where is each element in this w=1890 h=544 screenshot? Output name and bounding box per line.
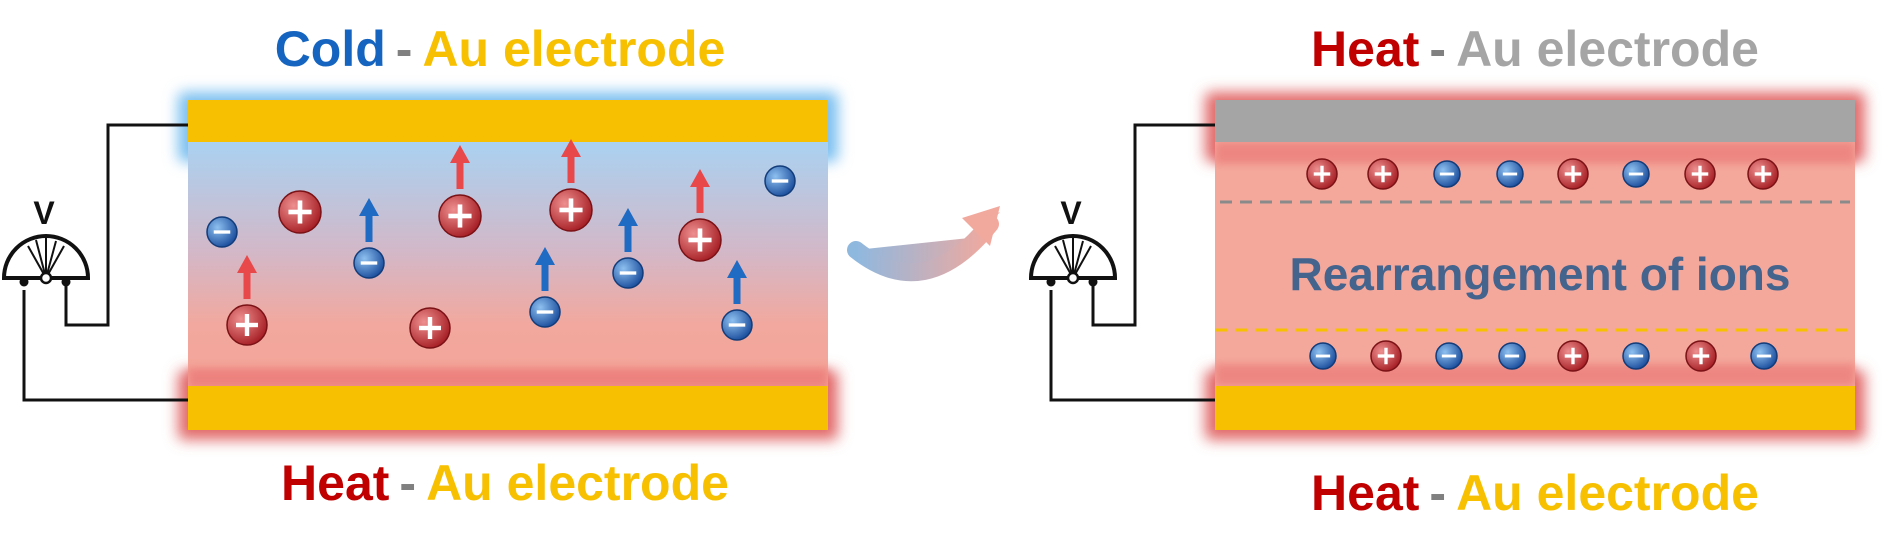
right-voltmeter-icon xyxy=(1028,234,1118,287)
positive-ion-icon xyxy=(409,307,451,349)
left-ion-group xyxy=(206,139,796,349)
positive-ion-icon xyxy=(1747,158,1779,190)
right-wire-bottom xyxy=(1049,290,1215,402)
negative-ion-icon xyxy=(1622,160,1650,188)
left-wire-bottom xyxy=(22,290,188,402)
negative-ion-icon xyxy=(612,257,644,289)
negative-ion-icon xyxy=(1309,342,1337,370)
negative-ion-icon xyxy=(1498,342,1526,370)
left-voltmeter-label: V xyxy=(33,195,55,231)
negative-ion-icon xyxy=(529,296,561,328)
right-bottom-electrode: Au electrode xyxy=(1456,465,1759,521)
left-top-dash: - xyxy=(396,21,413,77)
left-hot-band xyxy=(188,368,828,388)
up-arrow-icon xyxy=(618,208,638,252)
negative-ion-icon xyxy=(1496,160,1524,188)
negative-ion-icon xyxy=(1433,160,1461,188)
positive-ion-icon xyxy=(678,218,722,262)
negative-ion-icon xyxy=(1622,342,1650,370)
left-top-word: Cold xyxy=(275,21,386,77)
left-top-label: Cold-Au electrode xyxy=(275,21,726,77)
negative-ion-icon xyxy=(206,216,238,248)
right-top-label: Heat-Au electrode xyxy=(1311,21,1759,77)
left-bottom-electrode xyxy=(188,386,828,430)
right-top-word: Heat xyxy=(1311,21,1420,77)
right-bottom-label: Heat-Au electrode xyxy=(1311,465,1759,521)
right-wire-top xyxy=(1091,123,1215,327)
right-ion-group xyxy=(1306,158,1779,372)
left-electrolyte xyxy=(188,140,828,386)
left-bottom-label: Heat-Au electrode xyxy=(281,455,729,511)
right-top-electrode xyxy=(1215,100,1855,142)
right-hot-band-top xyxy=(1215,142,1855,164)
negative-ion-icon xyxy=(764,165,796,197)
negative-ion-icon xyxy=(1750,342,1778,370)
right-bottom-word: Heat xyxy=(1311,465,1420,521)
right-top-dash: - xyxy=(1429,21,1446,77)
up-arrow-icon xyxy=(237,255,257,299)
left-top-electrode xyxy=(188,100,828,142)
left-bottom-electrode: Au electrode xyxy=(426,455,729,511)
positive-ion-icon xyxy=(1684,158,1716,190)
up-arrow-icon xyxy=(561,139,581,183)
up-arrow-icon xyxy=(535,247,555,291)
left-wire-top xyxy=(64,123,188,327)
right-bottom-electrode xyxy=(1215,386,1855,430)
positive-ion-icon xyxy=(1557,158,1589,190)
up-arrow-icon xyxy=(690,169,710,213)
left-bottom-word: Heat xyxy=(281,455,390,511)
positive-ion-icon xyxy=(1685,340,1717,372)
positive-ion-icon xyxy=(438,194,482,238)
up-arrow-icon xyxy=(727,260,747,304)
positive-ion-icon xyxy=(1557,340,1589,372)
positive-ion-icon xyxy=(1306,158,1338,190)
up-arrow-icon xyxy=(359,198,379,242)
positive-ion-icon xyxy=(278,190,322,234)
positive-ion-icon xyxy=(549,188,593,232)
right-bottom-dash: - xyxy=(1429,465,1446,521)
positive-ion-icon xyxy=(1370,340,1402,372)
positive-ion-icon xyxy=(1367,158,1399,190)
left-top-electrode: Au electrode xyxy=(422,21,725,77)
negative-ion-icon xyxy=(353,247,385,279)
left-panel: Cold-Au electrode V Heat- xyxy=(1,21,838,511)
negative-ion-icon xyxy=(721,309,753,341)
right-center-text: Rearrangement of ions xyxy=(1290,248,1791,300)
right-voltmeter-label: V xyxy=(1060,195,1082,231)
negative-ion-icon xyxy=(1435,342,1463,370)
right-top-electrode: Au electrode xyxy=(1456,21,1759,77)
positive-ion-icon xyxy=(226,304,268,346)
up-arrow-icon xyxy=(450,145,470,189)
transition-arrow-icon xyxy=(847,206,1000,282)
left-bottom-dash: - xyxy=(399,455,416,511)
right-panel: Heat-Au electrode Rearrangement of ions … xyxy=(1028,21,1865,521)
left-voltmeter-icon xyxy=(1,234,91,287)
